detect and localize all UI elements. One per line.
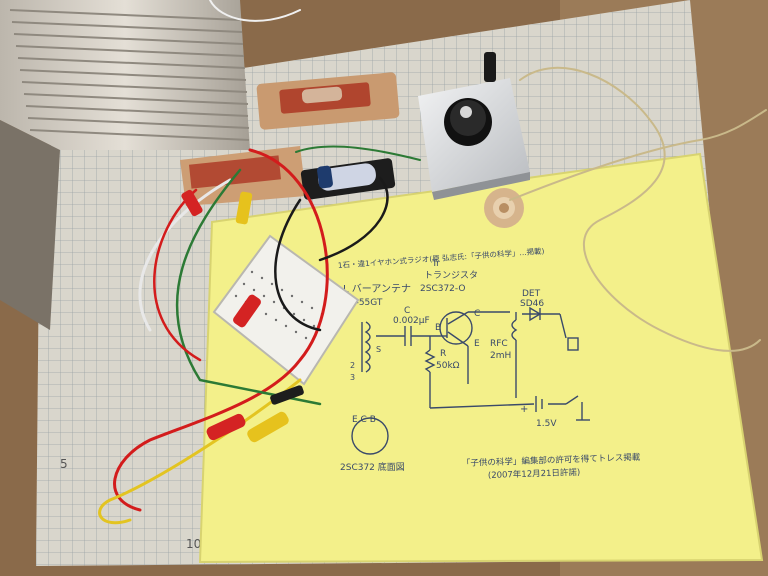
permission-date: (2007年12月21日許諾) [488,467,581,481]
pin-e-label: E [474,339,480,349]
earphone-icon [484,188,524,228]
detector-label: DET [522,289,541,299]
battery-plus: + [520,404,528,415]
resistor-label: R [440,349,446,359]
antenna-pin-s: S [376,345,381,354]
antenna-pin-3: 3 [350,373,355,382]
wires [98,0,767,525]
rfc-label: RFC [490,339,508,349]
detector-model: SD46 [520,299,544,309]
resistor-value: 50kΩ [436,361,460,371]
battery-label: 1.5V [536,419,557,429]
mat-number-5: 5 [60,457,68,471]
alligator-clips [181,189,304,443]
schematic-drawing [351,306,590,455]
heat-sink [0,0,250,330]
transistor-name: トランジスタ [424,270,478,281]
capacitor-value: 0.002μF [393,316,430,326]
tuning-knob-icon[interactable] [444,98,492,146]
antenna-model: SL-55GT [345,298,383,308]
battery-holder [300,158,396,200]
capacitor-label: C [404,306,410,316]
transistor-label: Tr [431,259,440,269]
pinout-letters: E C B [352,415,376,425]
resistor-board [256,72,400,130]
pin-c-label: C [474,309,480,319]
transistor-model: 2SC372-O [420,284,465,294]
antenna-label: L バーアンテナ [343,283,411,295]
pinout-caption: 2SC372 底面図 [340,461,405,473]
mat-number-10: 10 [186,537,201,551]
rfc-value: 2mH [490,351,511,361]
pin-b-label: B [435,323,441,333]
antenna-pin-2: 2 [350,361,355,370]
